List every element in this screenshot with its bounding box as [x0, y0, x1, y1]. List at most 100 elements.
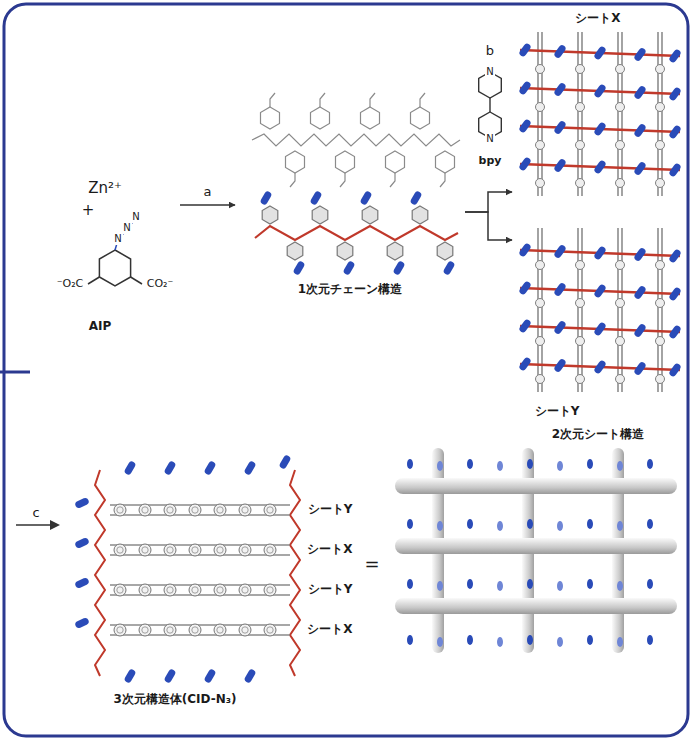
arrow-c-part [50, 520, 60, 530]
atom-label: N [113, 233, 122, 245]
sheet-y-model-part [518, 356, 682, 377]
structure-label: シートY [534, 405, 581, 419]
framework-3d-model-part [243, 668, 256, 684]
chain-model-part [409, 190, 422, 206]
chain-model-part [292, 260, 305, 276]
framework-3d-model-part [110, 624, 290, 636]
framework-3d-model-part [163, 668, 176, 684]
framework-3d-model-part [203, 460, 216, 476]
sheet-x-model-part [576, 32, 585, 196]
step-letter: b [485, 44, 495, 59]
atom-label: N [122, 222, 131, 234]
sheet-x-model-part [518, 80, 682, 101]
sheet-structure: シートY [512, 225, 684, 425]
aip-molecule-part [131, 277, 142, 284]
sheet-y-model-part [518, 242, 682, 263]
framework-3d-render-part [395, 598, 677, 614]
structure-label: 3次元構造体(CID-N₃) [112, 693, 237, 707]
structure-label: AIP [88, 320, 113, 334]
framework-3d-model-part [74, 617, 90, 629]
framework-3d-model-part [123, 668, 136, 684]
sheet-x-model-part [536, 32, 545, 196]
chain-model-part [262, 206, 278, 224]
aip-molecule-part [88, 277, 99, 284]
sheet-y-model-part [518, 318, 682, 339]
molecule-name: bpy [478, 155, 503, 168]
framework-3d-render-part [407, 459, 653, 471]
framework-3d-render-part [407, 579, 653, 591]
reaction-arrow [465, 212, 512, 240]
step-letter: c [31, 506, 40, 521]
framework-3d-model-part [110, 584, 290, 596]
chain-model-part [309, 190, 322, 206]
group-label: CO₂⁻ [146, 278, 175, 291]
bpy-molecule-part [489, 98, 490, 112]
chain-model-part [342, 260, 355, 276]
chain-model-part [437, 242, 453, 260]
chain-formula-part [436, 151, 455, 173]
sheet-y-model [518, 228, 682, 392]
chain-model-part [259, 190, 272, 206]
framework-3d-model-part [110, 504, 290, 516]
chain-model-part [255, 226, 458, 240]
chain-model-part [412, 206, 428, 224]
sheet-label: シートX [306, 623, 353, 637]
framework-3d-model-part [123, 460, 136, 476]
chain-formula-part [286, 151, 305, 173]
group-label: ⁻O₂C [56, 278, 85, 291]
framework-3d-render-part [395, 478, 677, 494]
chain-formula [252, 93, 460, 187]
sheet-x-model [518, 32, 682, 196]
reaction-arrow [465, 192, 512, 212]
sheet-y-model-part [656, 228, 665, 392]
framework-3d-model [74, 454, 300, 684]
atom-label: N [131, 211, 140, 223]
reactant-group: Zn²⁺ + AIP [50, 178, 180, 338]
chain-formula-part [261, 107, 280, 129]
structure-caption: 2次元シート構造 [551, 428, 645, 442]
aip-molecule-part [99, 250, 130, 286]
sheet-y-model-part [518, 280, 682, 301]
chain-formula-part [386, 151, 405, 173]
chain-model-part [337, 242, 353, 260]
structure-label: + [81, 202, 96, 219]
chain-formula-part [270, 93, 425, 107]
atom-label: N [485, 133, 494, 145]
sheet-x-model-part [616, 32, 625, 196]
illustration-part [0, 371, 30, 374]
chain-model-part [287, 242, 303, 260]
framework-3d-model-part [290, 470, 300, 676]
structure-label: Zn²⁺ [87, 180, 123, 197]
chain-model-part [442, 260, 455, 276]
chain-model-part [362, 206, 378, 224]
arrow-c-part [16, 524, 52, 526]
sheet-label: シートY [307, 503, 354, 517]
framework-3d-model-part [243, 460, 256, 476]
chain-formula-part [290, 173, 445, 187]
sheet-y-model-part [536, 228, 545, 392]
chain-model [255, 190, 458, 276]
chain-formula-part [361, 107, 380, 129]
sheet-label: シートX [306, 543, 353, 557]
chain-model-part [392, 260, 405, 276]
chain-formula-part [252, 134, 460, 146]
sheet-structure: シートX [512, 8, 684, 204]
framework-3d-model-part [95, 470, 105, 676]
framework-3d-model-part [203, 668, 216, 684]
structure-label: 1次元チェーン構造 [297, 283, 403, 297]
arrow-c [16, 520, 60, 530]
chain-model-part [359, 190, 372, 206]
framework-3d-render-part [395, 538, 677, 554]
sheet-x-model-part [518, 118, 682, 139]
aip-molecule [88, 218, 142, 286]
chain-model-part [312, 206, 328, 224]
sheet-x-model-part [518, 42, 682, 63]
bpy-molecule [479, 72, 502, 138]
reaction-arrow [180, 204, 235, 206]
chain-formula-part [336, 151, 355, 173]
chain-formula-part [311, 107, 330, 129]
framework-3d-model-part [278, 454, 291, 470]
framework-3d-render [395, 448, 677, 653]
chain-formula-part [411, 107, 430, 129]
